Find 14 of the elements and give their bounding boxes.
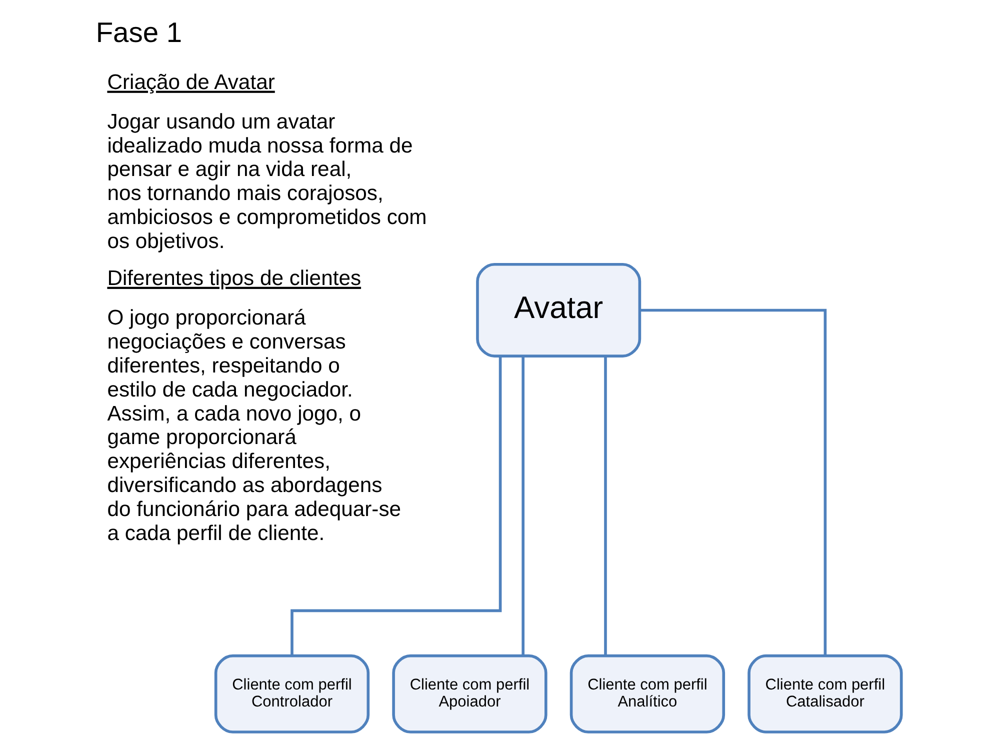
- label: Jogar usando um avatar idealizado muda nossa forma de pensar e agir na vida real, nos tornando mais corajosos, ambiciosos e comprometidos com os objetivos.: [106, 110, 426, 254]
- diagram-title: Fase 1: [95, 16, 182, 48]
- node-box: Cliente com perfil Controlador: [214, 654, 370, 734]
- node-box: Avatar: [476, 262, 641, 358]
- label: O jogo proporcionará negociações e conversas diferentes, respeitando o estilo de cada negociador. Assim, a cada novo jogo, o game proporcionará experiências diferentes, diversificando as abordagens do funcionário para adequar-se a cada perfil de cliente.: [106, 306, 401, 546]
- connector: [604, 356, 606, 656]
- connector: [640, 308, 826, 656]
- label: Diferentes tipos de clientes: [106, 266, 361, 290]
- node-box: Cliente com perfil Analítico: [569, 654, 725, 734]
- node-box: Cliente com perfil Catalisador: [747, 654, 902, 734]
- node-box: Cliente com perfil Apoiador: [392, 654, 547, 734]
- label: Criação de Avatar: [106, 70, 274, 94]
- connector: [521, 356, 524, 656]
- connector: [290, 356, 502, 656]
